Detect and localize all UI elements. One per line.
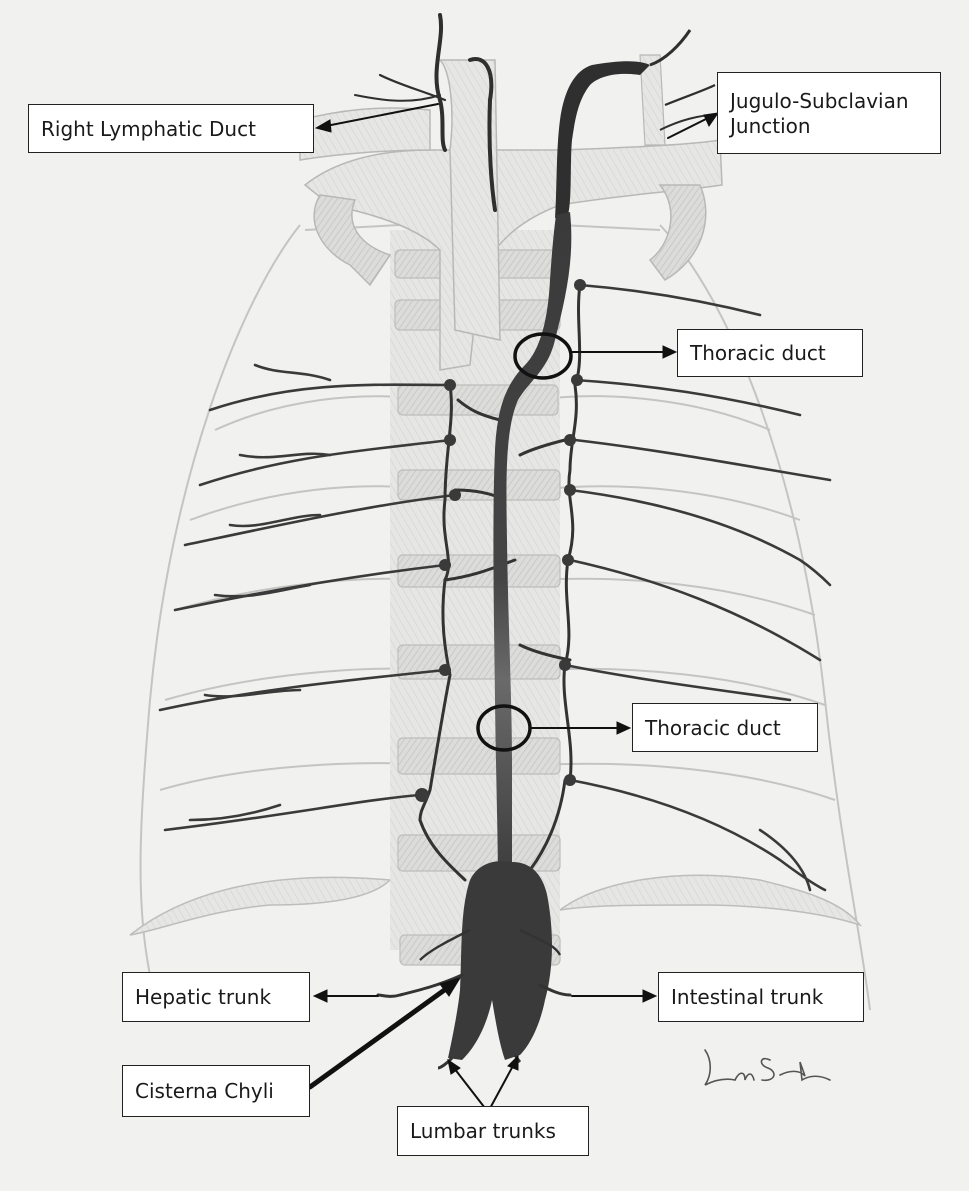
label-lumbar-trunks: Lumbar trunks bbox=[397, 1106, 589, 1156]
vertebral-column bbox=[390, 230, 560, 965]
label-thoracic-duct-upper: Thoracic duct bbox=[677, 329, 863, 377]
label-thoracic-duct-lower: Thoracic duct bbox=[632, 703, 818, 752]
label-hepatic-trunk: Hepatic trunk bbox=[122, 972, 310, 1022]
label-jugulo-subclavian-junction: Jugulo-Subclavian Junction bbox=[717, 72, 941, 154]
label-cisterna-chyli: Cisterna Chyli bbox=[122, 1065, 310, 1117]
label-intestinal-trunk: Intestinal trunk bbox=[658, 972, 864, 1022]
label-right-lymphatic-duct: Right Lymphatic Duct bbox=[28, 104, 314, 153]
artist-signature bbox=[705, 1050, 830, 1085]
